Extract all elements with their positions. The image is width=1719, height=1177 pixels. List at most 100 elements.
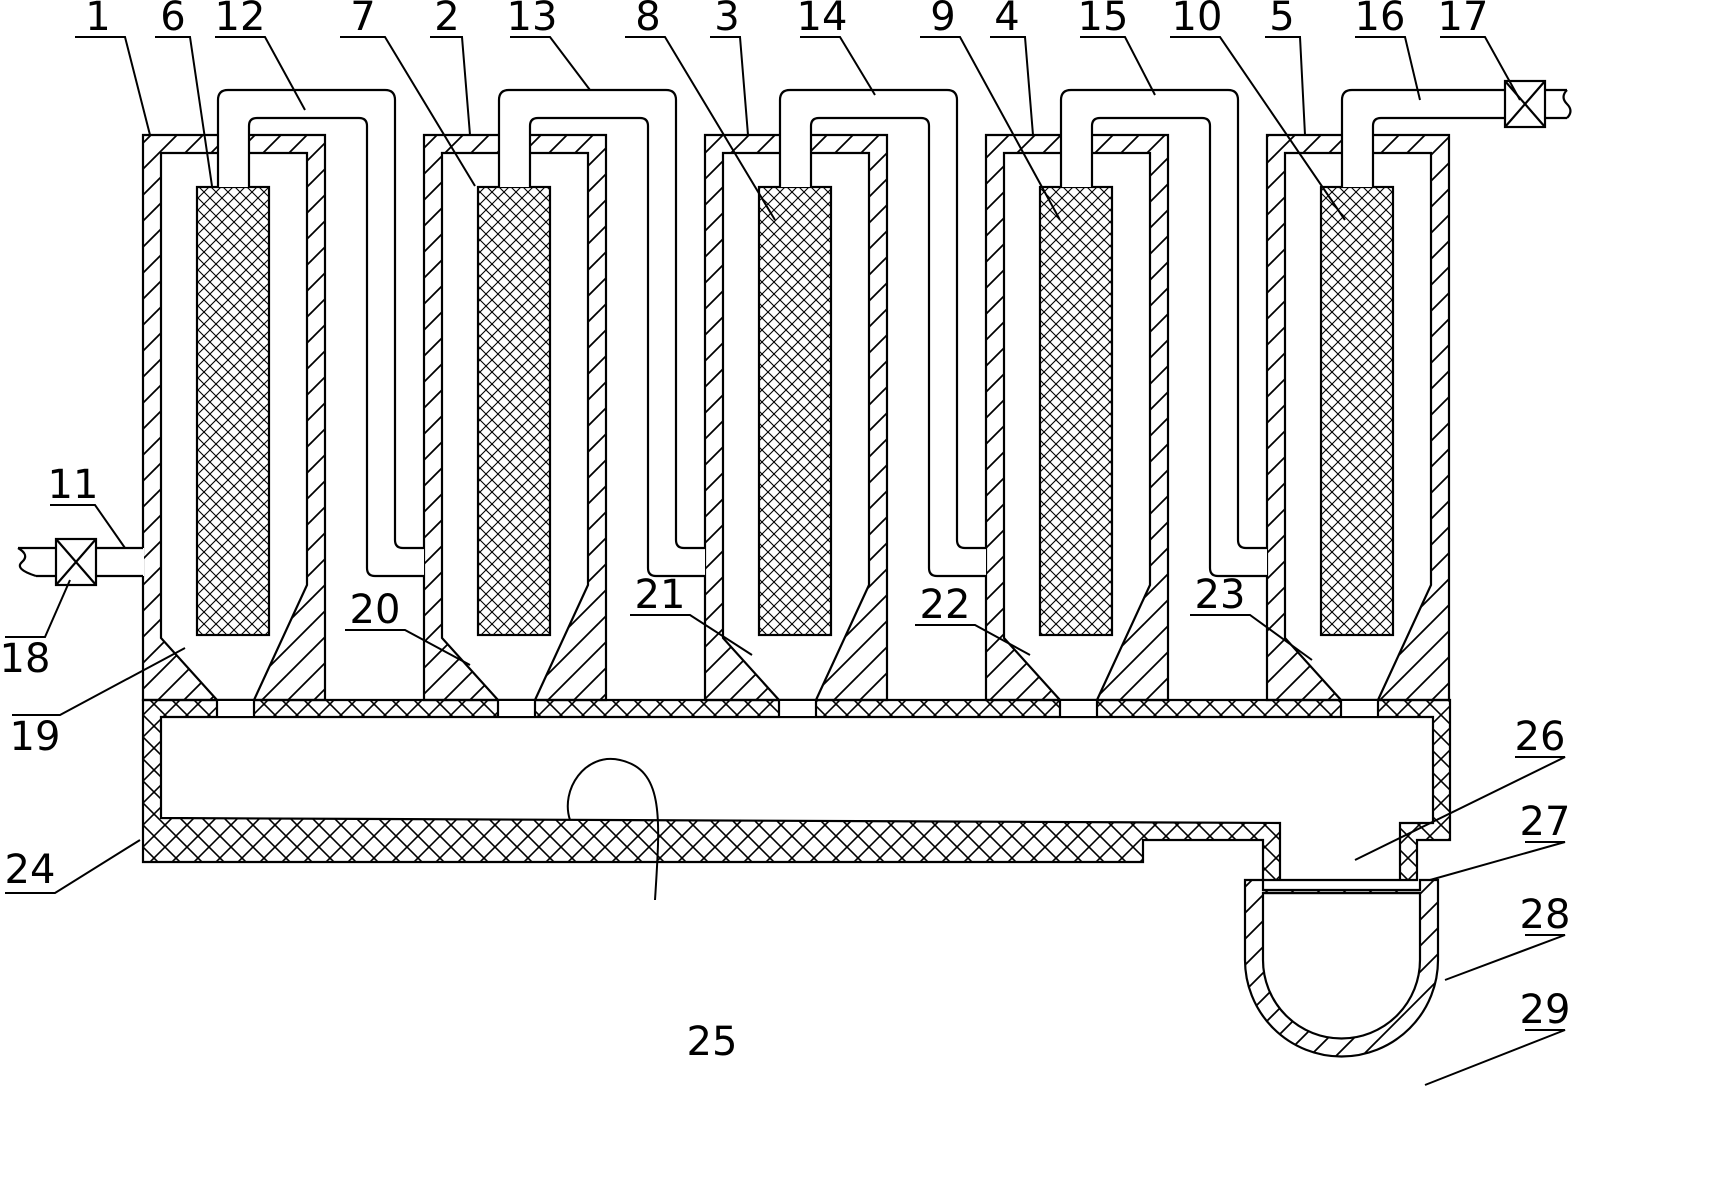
leader-28 <box>1444 934 1566 981</box>
leader-23 <box>1190 614 1313 661</box>
leader-7 <box>340 36 476 187</box>
vessel-3 <box>703 133 889 717</box>
filter-9 <box>1038 185 1114 637</box>
filter-7 <box>476 185 552 637</box>
label-28: 28 <box>1520 892 1571 938</box>
label-14: 14 <box>797 0 848 40</box>
valve-17 <box>1503 79 1547 129</box>
leader-25 <box>566 757 660 901</box>
label-22: 22 <box>920 582 971 628</box>
leader-4 <box>990 36 1034 136</box>
pipe-16-channel <box>1342 90 1505 187</box>
vessel-3-outlet <box>779 701 816 716</box>
label-5: 5 <box>1269 0 1294 40</box>
leader-9 <box>920 36 1061 221</box>
leader-24 <box>5 839 141 894</box>
label-27: 27 <box>1520 799 1571 845</box>
label-10: 10 <box>1172 0 1223 40</box>
label-12: 12 <box>215 0 266 40</box>
pipe-15-outer <box>1059 88 1267 550</box>
leader-18 <box>5 579 71 638</box>
leader-22 <box>915 624 1031 656</box>
pipe-15-inner <box>1090 116 1267 578</box>
label-13: 13 <box>507 0 558 40</box>
label-18: 18 <box>0 636 50 682</box>
valve-17-cross-b <box>1504 80 1546 128</box>
valve-18 <box>54 537 98 587</box>
pipe-12-inner <box>247 116 424 578</box>
leader-lines <box>5 36 1566 1086</box>
pipe-14-channel <box>780 90 986 576</box>
filter-10 <box>1319 185 1395 637</box>
leader-20 <box>345 629 471 666</box>
leader-5 <box>1265 36 1306 136</box>
valve-18-cross-b <box>55 538 97 586</box>
leader-1 <box>75 36 151 136</box>
label-25: 25 <box>687 1019 738 1065</box>
vessel-4-outlet <box>1060 701 1097 716</box>
label-26: 26 <box>1515 714 1566 760</box>
leader-14 <box>800 36 876 96</box>
filter-8 <box>757 185 833 637</box>
vessel-1 <box>141 133 327 717</box>
leader-6 <box>155 36 213 187</box>
label-17: 17 <box>1438 0 1489 40</box>
leader-13 <box>510 36 591 91</box>
label-8: 8 <box>635 0 660 40</box>
outlet-break <box>1562 89 1572 119</box>
valves <box>17 79 1572 587</box>
label-7: 7 <box>350 0 375 40</box>
label-6: 6 <box>160 0 185 40</box>
leader-21 <box>630 614 753 656</box>
pipe-14-inner <box>809 116 986 578</box>
valve-17-body <box>1503 79 1547 129</box>
leader-3 <box>710 36 749 136</box>
label-15: 15 <box>1078 0 1129 40</box>
pipe-11-channel <box>96 548 144 576</box>
valve-18-body <box>54 537 98 587</box>
vessel-1-outlet <box>217 701 254 716</box>
vessel-4 <box>984 133 1170 717</box>
bottom-collector <box>141 698 1452 882</box>
pipe-14-outer <box>778 88 986 550</box>
label-29: 29 <box>1520 987 1571 1033</box>
connecting-pipes <box>96 88 1505 578</box>
label-24: 24 <box>5 847 56 893</box>
label-4: 4 <box>994 0 1019 40</box>
label-20: 20 <box>350 587 401 633</box>
pipe-16-inner <box>1371 116 1505 187</box>
leader-15 <box>1080 36 1156 96</box>
vessel-5-outlet <box>1341 701 1378 716</box>
label-11: 11 <box>48 462 99 508</box>
pipe-13-inner <box>528 116 705 578</box>
label-2: 2 <box>434 0 459 40</box>
label-23: 23 <box>1195 572 1246 618</box>
pipe-13-channel <box>499 90 705 576</box>
label-16: 16 <box>1355 0 1406 40</box>
leader-12 <box>215 36 306 111</box>
inlet-break <box>17 547 37 578</box>
label-21: 21 <box>635 572 686 618</box>
sump-bowl <box>1243 878 1440 1058</box>
leader-10 <box>1170 36 1346 221</box>
pipe-12-channel <box>218 90 424 576</box>
label-1: 1 <box>85 0 110 40</box>
leader-27 <box>1429 841 1566 881</box>
vessels <box>141 133 1451 717</box>
vessel-2 <box>422 133 608 717</box>
pipe-13-outer <box>497 88 705 550</box>
pipe-12-outer <box>216 88 424 550</box>
vessel-2-outlet <box>498 701 535 716</box>
leader-8 <box>625 36 776 221</box>
vessel-5 <box>1265 133 1451 717</box>
label-3: 3 <box>714 0 739 40</box>
pipe-15-channel <box>1061 90 1267 576</box>
leader-26 <box>1354 756 1566 861</box>
leader-17 <box>1440 36 1521 101</box>
sump-bowl-wall <box>1243 878 1440 1058</box>
label-9: 9 <box>930 0 955 40</box>
collector-wall <box>141 698 1452 882</box>
leader-16 <box>1355 36 1421 101</box>
